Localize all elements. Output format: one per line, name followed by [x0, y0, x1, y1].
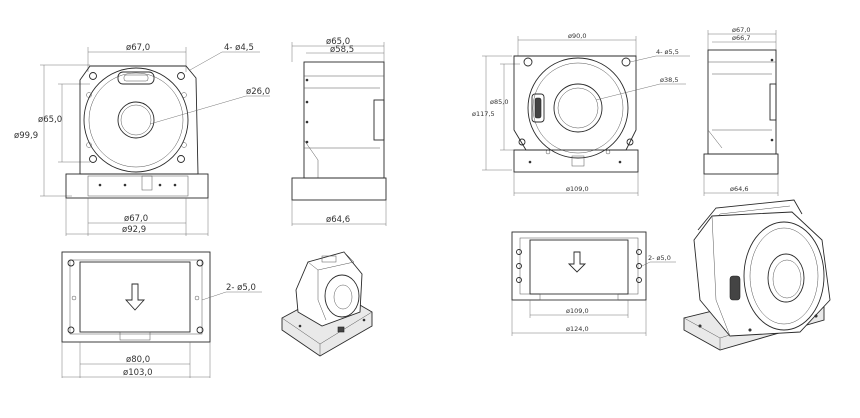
right-isometric-view	[683, 199, 831, 351]
dim-top-width: ø67,0	[126, 43, 150, 53]
r-dim-base: ø109,0	[566, 185, 589, 193]
side-dim-top-outer: ø65,0	[326, 37, 350, 47]
r-side-dim-top-inner: ø66,7	[732, 34, 750, 42]
left-isometric-view	[281, 251, 373, 357]
dim-base-inner: ø67,0	[124, 214, 148, 224]
right-front-view: ø90,0 4- ø5,5 ø38,5 ø85,0 ø117,5 ø109,0	[472, 32, 690, 196]
r-bottom-dim-inner: ø109,0	[566, 307, 589, 315]
r-side-dim-bottom: ø64,6	[730, 185, 748, 193]
right-bottom-view: 2- ø5,0 ø109,0 ø124,0	[511, 231, 676, 336]
left-bottom-view: 2- ø5,0 ø80,0 ø103,0	[61, 251, 262, 378]
right-side-view: ø67,0 ø66,7 ø64,6	[703, 26, 779, 196]
r-side-dim-top-outer: ø67,0	[732, 26, 750, 34]
left-front-view: ø67,0 4- ø4,5 ø26,0 ø65,0 ø99,9 ø67,0 ø9…	[14, 43, 270, 236]
bottom-dim-inner: ø80,0	[126, 355, 150, 365]
r-bottom-dim-outer: ø124,0	[566, 325, 589, 333]
dim-base-outer: ø92,9	[122, 225, 146, 235]
dim-height-outer: ø99,9	[14, 131, 38, 141]
dim-height-inner: ø65,0	[38, 115, 62, 125]
left-side-view: ø65,0 ø58,5 ø64,6	[291, 37, 387, 226]
r-dim-bore: ø38,5	[660, 76, 678, 84]
r-dim-mounting-holes: 4- ø5,5	[656, 48, 679, 56]
r-dim-height-outer: ø117,5	[472, 110, 495, 118]
r-dim-top-width: ø90,0	[568, 32, 586, 40]
bottom-dim-holes: 2- ø5,0	[226, 283, 256, 293]
dim-bore-diameter: ø26,0	[246, 87, 270, 97]
r-dim-height-inner: ø85,0	[490, 98, 508, 106]
dim-mounting-holes: 4- ø4,5	[224, 43, 254, 53]
r-bottom-dim-holes: 2- ø5,0	[648, 254, 671, 262]
side-dim-bottom: ø64,6	[326, 215, 350, 225]
side-dim-top-inner: ø58,5	[330, 45, 354, 55]
bottom-dim-outer: ø103,0	[123, 368, 153, 378]
